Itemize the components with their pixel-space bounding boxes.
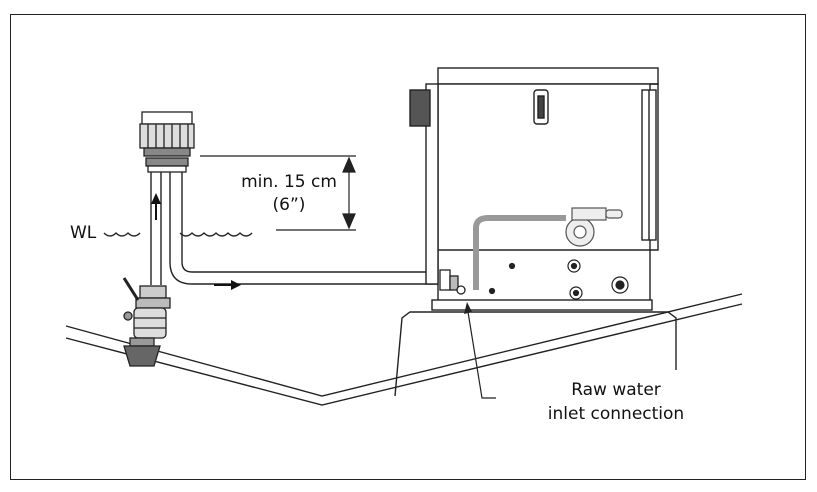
inlet-label-line1: Raw water xyxy=(571,380,661,400)
front-ports xyxy=(488,259,629,300)
diagram-frame xyxy=(10,14,806,480)
flow-arrow-right xyxy=(214,280,241,290)
seacock-valve xyxy=(122,277,171,367)
watermaker-unit xyxy=(409,67,659,311)
internal-hose xyxy=(473,215,566,290)
pump-unit xyxy=(565,207,623,247)
water-line-label: WL xyxy=(70,223,97,243)
inlet-label-line2: inlet connection xyxy=(547,404,685,424)
inlet-fitting xyxy=(439,269,466,295)
water-line xyxy=(103,232,253,237)
min-distance-label: min. 15 cm xyxy=(241,172,337,192)
intake-pipe xyxy=(150,172,440,285)
min-distance-imperial-label: (6”) xyxy=(272,195,306,215)
inlet-leader xyxy=(464,302,496,399)
dimension-indicator xyxy=(200,155,356,231)
flow-arrow-up xyxy=(151,193,161,220)
strainer-top xyxy=(139,111,195,173)
machine-pedestal xyxy=(394,311,677,397)
